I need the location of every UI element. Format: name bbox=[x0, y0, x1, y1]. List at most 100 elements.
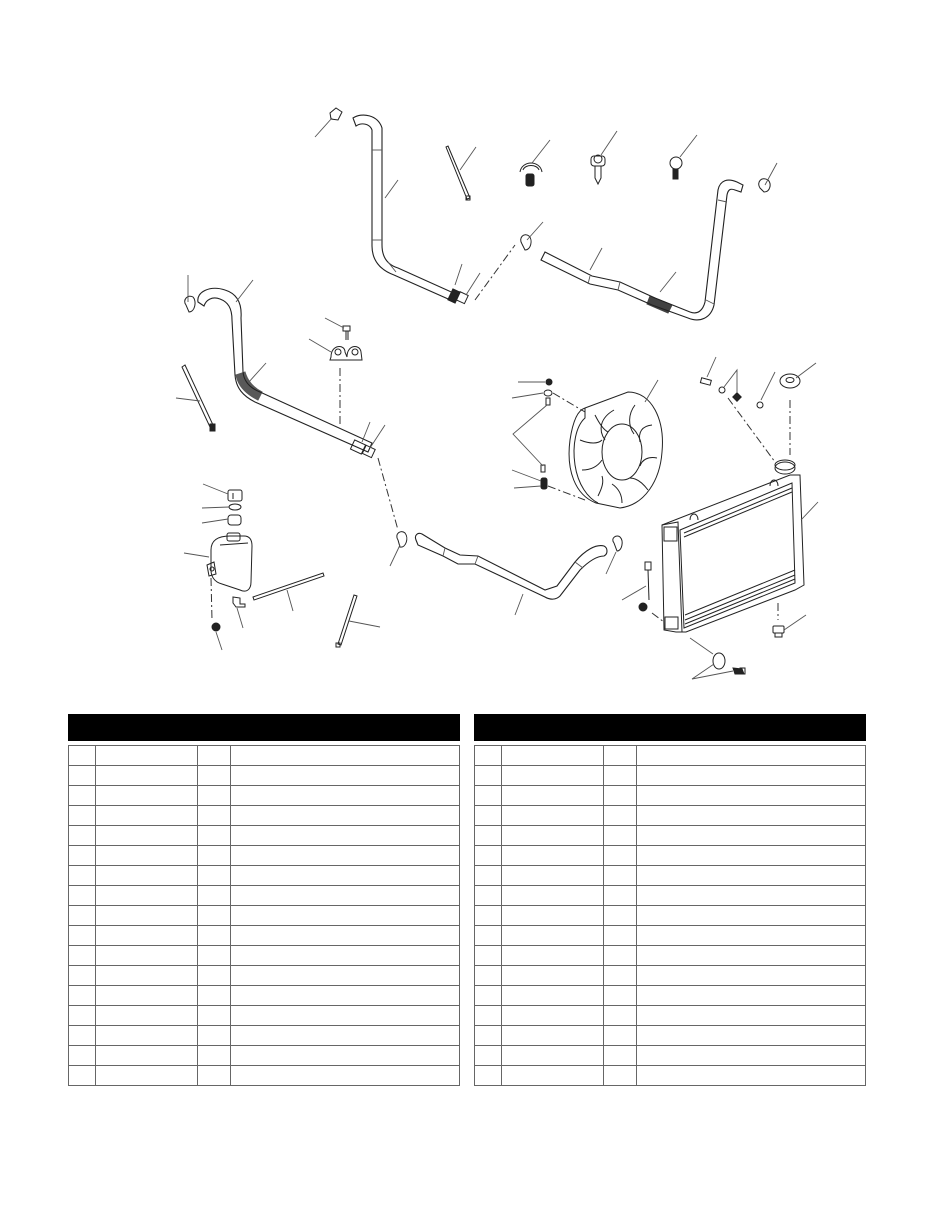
item-number-cell bbox=[474, 905, 502, 926]
item-number-cell bbox=[474, 805, 502, 826]
quantity-cell bbox=[197, 805, 231, 826]
table-row bbox=[68, 785, 460, 806]
item-number-cell bbox=[474, 1045, 502, 1066]
parts-table-right bbox=[474, 714, 866, 1086]
quantity-cell bbox=[603, 805, 637, 826]
item-number-cell bbox=[68, 1005, 96, 1026]
table-row bbox=[68, 825, 460, 846]
cable-tie bbox=[181, 364, 216, 432]
assembly-centerline bbox=[377, 457, 399, 531]
part-number-cell bbox=[501, 945, 604, 966]
table-row bbox=[68, 865, 460, 886]
quantity-cell bbox=[197, 985, 231, 1006]
lower-radiator-hose bbox=[414, 532, 608, 600]
radiator-nut bbox=[718, 386, 742, 402]
table-row bbox=[474, 1065, 866, 1086]
description-cell bbox=[636, 885, 866, 906]
quantity-cell bbox=[603, 745, 637, 766]
description-cell bbox=[230, 945, 460, 966]
part-number-cell bbox=[501, 745, 604, 766]
description-cell bbox=[230, 965, 460, 986]
drain-plug bbox=[772, 625, 785, 638]
table-row bbox=[68, 945, 460, 966]
description-cell bbox=[636, 945, 866, 966]
cooling-fan-shroud bbox=[568, 391, 663, 509]
part-number-cell bbox=[501, 765, 604, 786]
leader-line bbox=[783, 614, 807, 631]
table-row bbox=[474, 985, 866, 1006]
item-number-cell bbox=[474, 965, 502, 986]
item-number-cell bbox=[474, 925, 502, 946]
drain-gasket bbox=[712, 652, 726, 670]
description-cell bbox=[230, 745, 460, 766]
table-row bbox=[474, 745, 866, 766]
leader-line bbox=[465, 272, 481, 296]
part-number-cell bbox=[95, 845, 198, 866]
description-cell bbox=[636, 785, 866, 806]
part-number-cell bbox=[95, 1005, 198, 1026]
part-number-cell bbox=[95, 765, 198, 786]
table-row bbox=[68, 925, 460, 946]
quantity-cell bbox=[197, 945, 231, 966]
description-cell bbox=[230, 865, 460, 886]
quantity-cell bbox=[197, 905, 231, 926]
table-row bbox=[474, 1005, 866, 1026]
table-row bbox=[68, 965, 460, 986]
quantity-cell bbox=[603, 765, 637, 786]
leader-line bbox=[324, 317, 345, 329]
part-number-cell bbox=[95, 945, 198, 966]
leader-line bbox=[247, 362, 267, 384]
hose-clamp bbox=[329, 107, 343, 121]
leader-line bbox=[454, 263, 463, 286]
bypass-hose bbox=[197, 287, 376, 459]
coolant-reservoir bbox=[206, 532, 253, 592]
item-number-cell bbox=[474, 985, 502, 1006]
table-row bbox=[68, 1025, 460, 1046]
quantity-cell bbox=[197, 885, 231, 906]
part-number-cell bbox=[95, 1045, 198, 1066]
leader-line bbox=[800, 501, 819, 521]
part-number-cell bbox=[95, 965, 198, 986]
leader-line bbox=[605, 551, 617, 575]
description-cell bbox=[230, 805, 460, 826]
table-row bbox=[474, 1025, 866, 1046]
table-row bbox=[474, 805, 866, 826]
quantity-cell bbox=[197, 765, 231, 786]
leader-line bbox=[621, 585, 647, 601]
heater-hose-sleeve bbox=[646, 295, 673, 314]
description-cell bbox=[636, 765, 866, 786]
quantity-cell bbox=[197, 785, 231, 806]
table-row bbox=[474, 865, 866, 886]
table-row bbox=[68, 1045, 460, 1066]
item-number-cell bbox=[68, 1045, 96, 1066]
item-number-cell bbox=[68, 865, 96, 886]
part-number-cell bbox=[501, 865, 604, 886]
table-row bbox=[474, 1045, 866, 1066]
overflow-tube bbox=[252, 572, 325, 601]
hose-clamp bbox=[612, 535, 623, 552]
item-number-cell bbox=[474, 885, 502, 906]
hose-clamp bbox=[758, 178, 771, 193]
leader-line bbox=[512, 404, 548, 467]
quantity-cell bbox=[197, 865, 231, 886]
part-number-cell bbox=[501, 965, 604, 986]
item-number-cell bbox=[474, 945, 502, 966]
leader-line bbox=[183, 552, 210, 558]
assembly-centerline bbox=[547, 485, 586, 501]
table-row bbox=[474, 925, 866, 946]
description-cell bbox=[636, 1065, 866, 1086]
assembly-centerline bbox=[651, 612, 665, 623]
quantity-cell bbox=[197, 745, 231, 766]
table-row bbox=[474, 785, 866, 806]
part-number-cell bbox=[95, 785, 198, 806]
leader-line bbox=[513, 485, 542, 489]
item-number-cell bbox=[474, 865, 502, 886]
leader-line bbox=[764, 162, 778, 186]
quantity-cell bbox=[603, 945, 637, 966]
quantity-cell bbox=[603, 825, 637, 846]
table-row bbox=[68, 765, 460, 786]
description-cell bbox=[636, 985, 866, 1006]
radiator-cap bbox=[774, 459, 796, 475]
assembly-centerline bbox=[474, 244, 516, 301]
fan-mount-hardware bbox=[540, 378, 553, 490]
